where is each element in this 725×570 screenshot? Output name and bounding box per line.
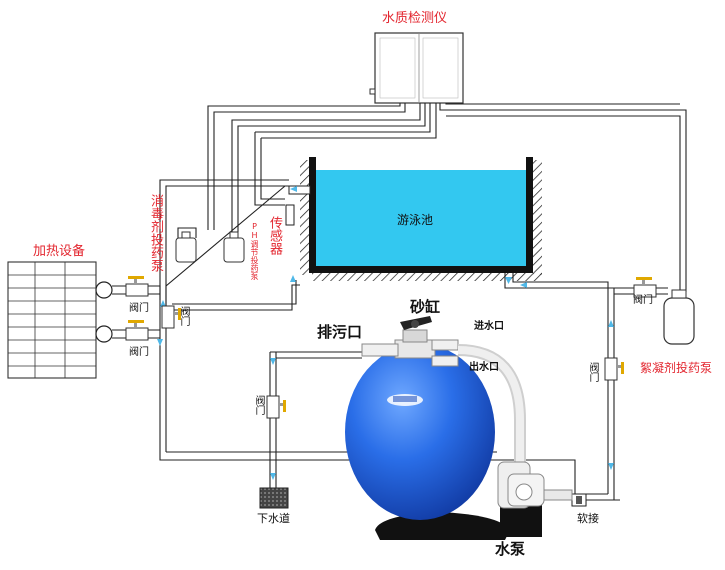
valve-bypass[interactable] [161, 305, 181, 329]
sewer-label: 下水道 [257, 512, 290, 525]
swimming-pool [285, 157, 542, 281]
valve-heater-top[interactable] [125, 276, 149, 297]
valve-drain[interactable] [266, 395, 286, 419]
pool-label: 游泳池 [397, 213, 434, 227]
flow-arrow [505, 277, 512, 284]
valve-label-bypass: 阀门 [178, 306, 189, 326]
heating-equipment [7, 261, 113, 379]
flow-arrow [608, 320, 614, 327]
valve-label-heater-top: 阀门 [129, 303, 149, 314]
valve-flocculant[interactable] [633, 277, 657, 298]
flow-arrows [157, 186, 614, 500]
flocculant-pump [663, 289, 695, 345]
drain-outlet-label: 排污口 [317, 323, 363, 341]
valve-label-drain: 阀门 [253, 395, 264, 415]
filter-hose [457, 344, 526, 470]
flow-arrow [157, 339, 163, 346]
water-quality-monitor-label: 水质检测仪 [382, 11, 448, 26]
monitor-cable-pipes [177, 103, 687, 292]
flocculant-pump-label: 絮凝剂投药泵 [640, 361, 713, 375]
heating-equipment-label: 加热设备 [33, 244, 86, 259]
valve-label-flocculant: 阀门 [633, 295, 653, 306]
water-inlet-label: 进水口 [474, 321, 504, 332]
flow-arrow [160, 300, 166, 307]
water-outlet-label: 出水口 [469, 362, 499, 373]
ph-pump-label: PH调节投药泵 [250, 222, 259, 280]
valve-label-return: 阀门 [587, 362, 598, 382]
soft-joint [571, 493, 587, 507]
flow-arrow [290, 275, 296, 282]
soft-joint-label: 软接 [577, 512, 599, 525]
valve-heater-bottom[interactable] [125, 320, 149, 341]
sand-filter [345, 316, 510, 540]
disinfectant-pump-label: 消毒剂投药泵 [148, 194, 163, 272]
flow-arrow [520, 282, 527, 288]
disinfectant-pump [175, 231, 197, 263]
sensor-label: 传感器 [267, 216, 282, 255]
sewer-grate [259, 487, 289, 509]
valve-label-heater-bottom: 阀门 [129, 347, 149, 358]
flow-arrow [270, 358, 276, 365]
water-pump [497, 461, 573, 537]
flow-arrow [608, 463, 614, 470]
ph-pump [223, 231, 245, 263]
sand-filter-label: 砂缸 [410, 298, 441, 316]
water-quality-monitor-box [369, 32, 464, 104]
flow-arrow [290, 186, 297, 192]
water-pump-label: 水泵 [495, 540, 526, 558]
valve-return[interactable] [604, 357, 624, 381]
flow-arrow [270, 473, 276, 480]
